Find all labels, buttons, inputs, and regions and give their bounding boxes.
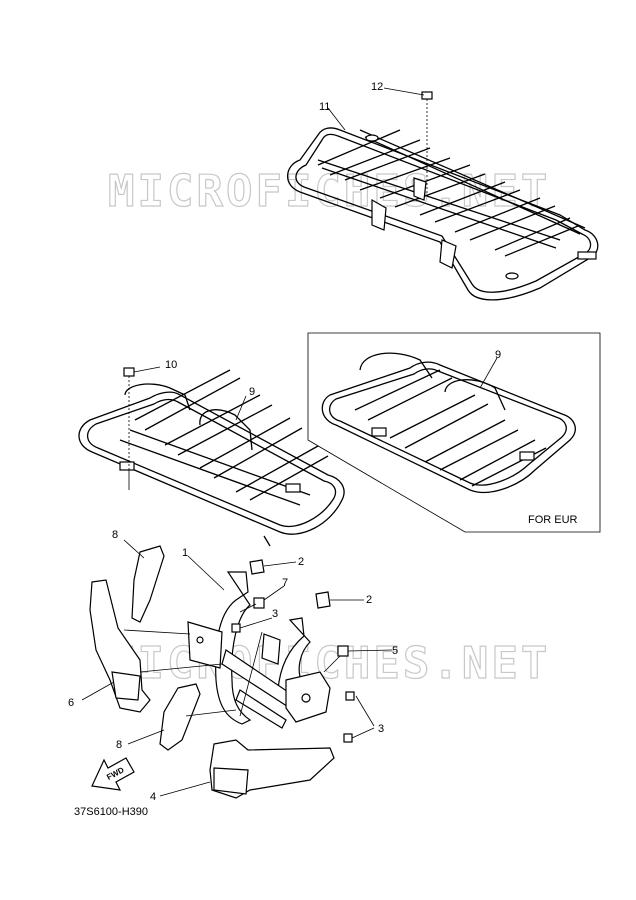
callout-8-lower: 8	[116, 739, 122, 751]
callout-3-upper: 3	[272, 608, 278, 620]
diagram-code: 37S6100-H390	[74, 806, 148, 818]
callout-10: 10	[165, 359, 177, 371]
callout-7: 7	[282, 577, 288, 589]
callout-1: 1	[182, 547, 188, 559]
rear-carrier-11	[286, 127, 599, 301]
callout-2-lower: 2	[366, 594, 372, 606]
watermark-top: MICROFICHES.NET	[108, 166, 550, 217]
callout-9-eur: 9	[495, 349, 501, 361]
bolt-12	[421, 91, 433, 196]
callout-12: 12	[371, 81, 383, 93]
bolt-3-c	[343, 733, 353, 743]
plug-2-lower	[315, 591, 331, 609]
watermark-bottom: MICROFICHES.NET	[108, 638, 550, 689]
for-eur-label: FOR EUR	[528, 514, 578, 526]
callout-8-upper: 8	[112, 529, 118, 541]
bolt-7	[239, 597, 265, 613]
bolt-3-b	[345, 691, 355, 701]
bolt-3-a	[231, 623, 241, 633]
fwd-arrow-icon: FWD	[91, 757, 135, 791]
guard-pad-8-upper	[131, 545, 165, 623]
plug-2-upper	[249, 559, 265, 575]
callout-11: 11	[319, 101, 330, 113]
front-carrier-9	[78, 369, 345, 547]
callout-9-front: 9	[249, 386, 255, 398]
callout-6: 6	[68, 697, 74, 709]
callout-2-upper: 2	[298, 556, 304, 568]
callout-5: 5	[392, 645, 398, 657]
callout-4: 4	[150, 791, 156, 803]
leader-lines	[81, 87, 498, 797]
front-guard-1	[187, 571, 331, 729]
eur-carrier-9	[321, 352, 576, 494]
callout-3-lower: 3	[378, 723, 384, 735]
for-eur-box: FOR EUR	[307, 332, 601, 533]
guard-pad-8-lower	[159, 683, 201, 751]
